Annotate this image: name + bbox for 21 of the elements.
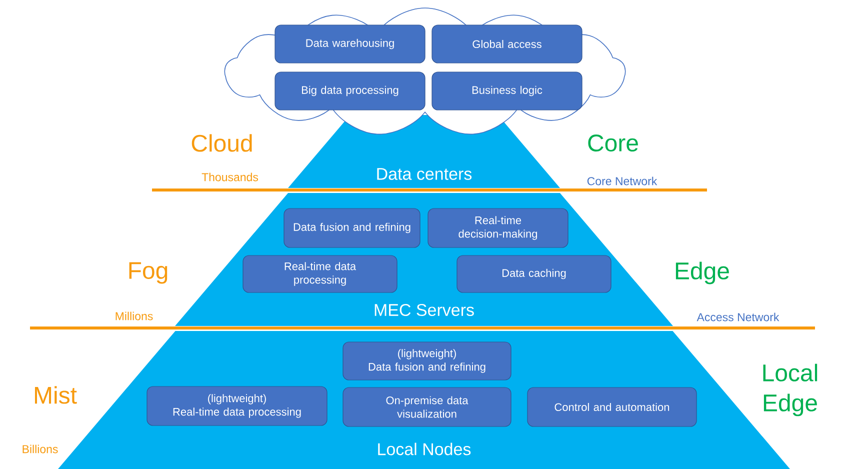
process-box: On-premise data visualization	[342, 387, 512, 427]
process-box: Control and automation	[527, 387, 697, 427]
process-box: (lightweight) Data fusion and refining	[342, 342, 512, 380]
process-box: Real-time decision-making	[428, 208, 568, 248]
process-box: Global access	[432, 24, 582, 64]
process-box: Data warehousing	[274, 24, 426, 64]
tier-label: Edge	[676, 262, 729, 284]
process-box: (lightweight) Real-time data processing	[146, 386, 328, 426]
tier-label: Fog	[129, 262, 168, 284]
process-box: Data fusion and refining	[284, 208, 420, 248]
process-box: Big data processing	[274, 72, 426, 110]
tier-label: Core	[588, 134, 638, 152]
tier-label: Access Network	[696, 312, 780, 322]
tier-label: Core Network	[587, 176, 658, 186]
process-box: Business logic	[432, 72, 582, 110]
tier-label: Billions	[22, 444, 58, 454]
tier-label: Cloud	[192, 134, 252, 152]
tier-label: Millions	[116, 312, 153, 320]
process-box: Data caching	[456, 255, 612, 293]
tier-label: Thousands	[202, 172, 258, 182]
process-box: Real-time data processing	[242, 255, 398, 293]
